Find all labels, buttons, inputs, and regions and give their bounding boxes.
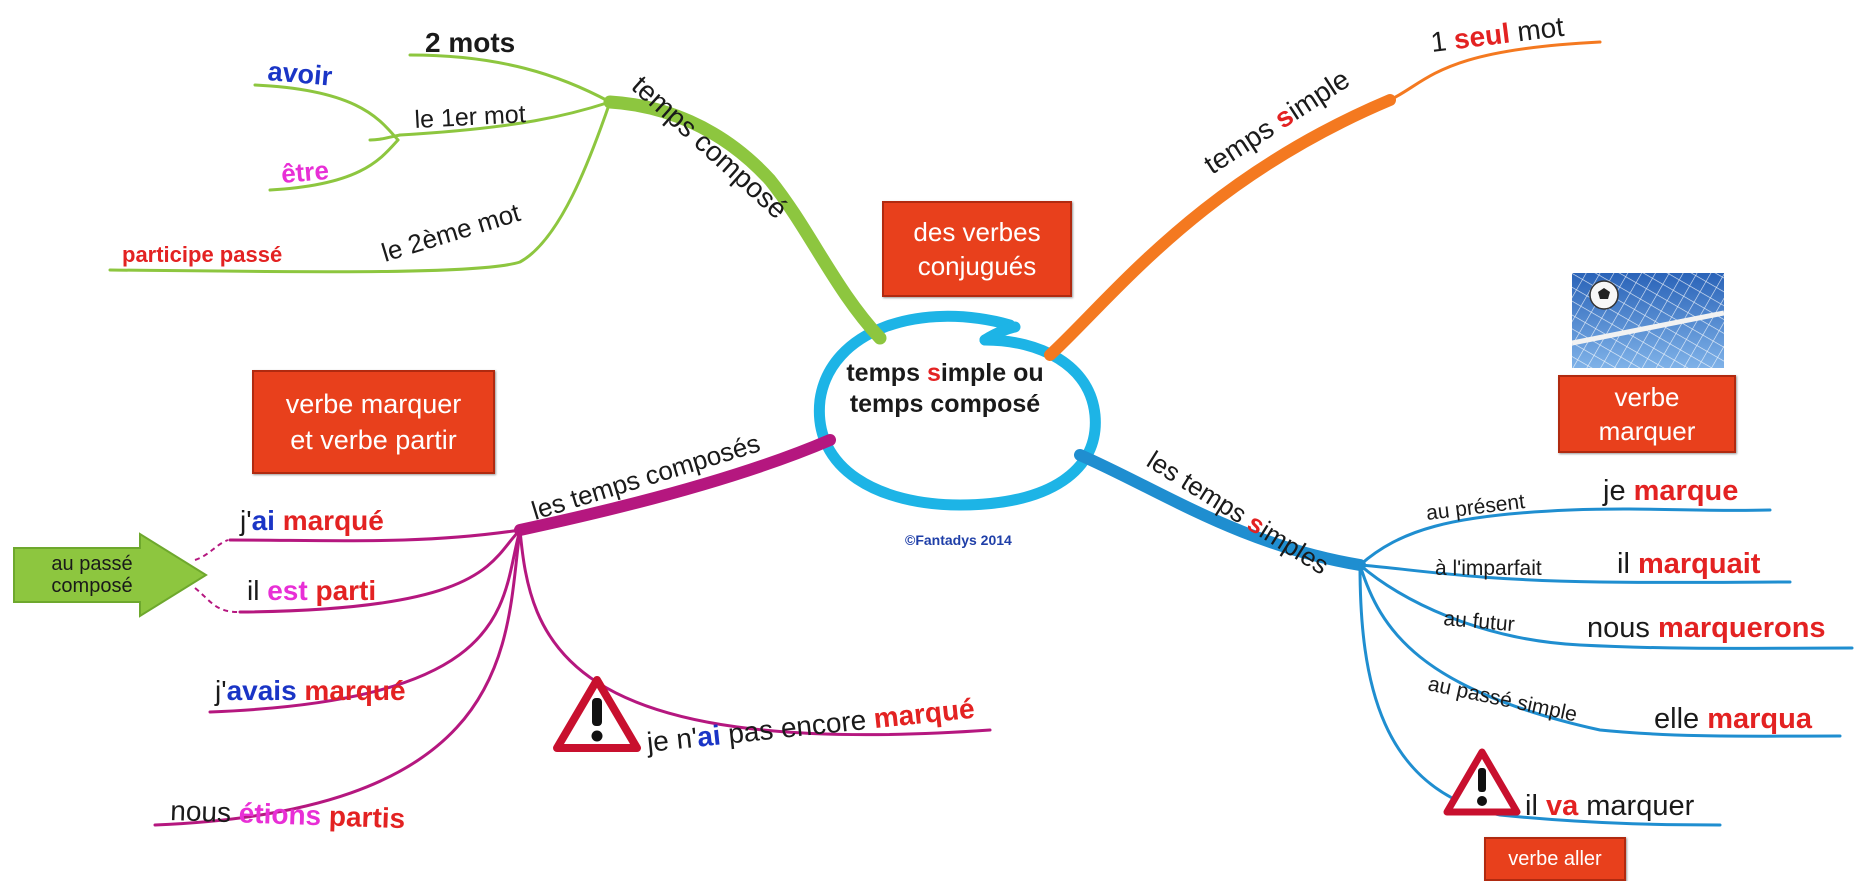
label-2-mots: 2 mots [425,27,515,58]
warning-icon [1443,748,1521,816]
copyright: ©Fantadys 2014 [905,532,1012,548]
example-il-marquait: il marquait [1617,548,1761,580]
label-le-1er-mot: le 1er mot [414,100,527,134]
football-goal-image [1572,273,1724,368]
example-javais-marque: j'avais marqué [214,675,406,706]
center-title-line1: temps simple ou [846,359,1044,387]
arrow-label: au passé composé [51,553,133,597]
center-title: temps simple ou temps composé [815,358,1075,420]
center-title-line2: temps composé [849,390,1041,418]
branch-temps-simple [1044,40,1602,361]
label-1-seul-mot: 1 seul mot [1429,11,1566,58]
box-verbe-aller: verbe aller [1484,837,1626,881]
example-elle-marqua: elle marqua [1654,703,1813,735]
example-il-est-parti: il est parti [247,575,376,606]
label-avoir: avoir [266,56,333,92]
center-ring [813,310,1101,511]
label-temps-compose: temps composé [626,69,794,224]
arrow-label-box: au passé composé [12,533,207,615]
label-au-passe-simple: au passé simple [1426,672,1579,726]
label-au-present: au présent [1425,490,1526,525]
label-etre: être [280,155,330,189]
dashed-connectors [194,539,239,613]
example-nous-etions-partis: nous étions partis [170,795,406,834]
label-participe-passe: participe passé [122,242,282,267]
label-a-limparfait: à l'imparfait [1435,557,1542,580]
warning-icon [553,676,641,752]
example-je-nai-pas-encore-marque: je n'ai pas encore marqué [644,693,976,758]
label-le-2eme-mot: le 2ème mot [378,197,524,268]
example-je-marque: je marque [1602,475,1738,507]
arrow-shape [13,532,208,618]
example-il-va-marquer: il va marquer [1525,790,1695,822]
example-jai-marque: j'ai marqué [239,505,384,536]
example-nous-marquerons: nous marquerons [1587,612,1826,644]
branch-temps-compose [108,53,887,345]
label-les-temps-simples: les temps simples [1142,445,1334,581]
label-au-futur: au futur [1443,607,1516,636]
branch-les-temps-simples [1074,449,1854,827]
